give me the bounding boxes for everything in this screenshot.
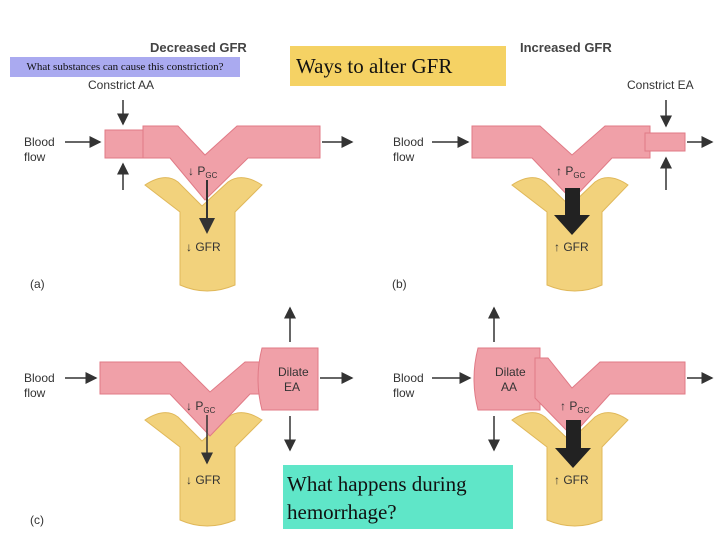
efferent-arteriole-dilated (257, 347, 319, 411)
panel-d: Dilate AA Blood flow ↑ PGC ↑ GFR (393, 306, 714, 527)
panel-b: Constrict EA Blood flow ↑ PGC ↑ GFR (b) (392, 78, 714, 292)
label-flow: flow (393, 150, 415, 164)
label-constrict-aa: Constrict AA (88, 78, 154, 92)
label-dilate: Dilate (278, 365, 309, 379)
glomerulus-vessel (471, 125, 651, 201)
label-blood: Blood (393, 135, 424, 149)
label-flow: flow (24, 150, 46, 164)
label-gfr: ↓ GFR (186, 473, 221, 487)
label-pgc: ↓ PGC (186, 399, 216, 415)
afferent-arteriole-dilated (473, 347, 541, 411)
glomerulus-vessel (142, 125, 321, 201)
panel-a: Constrict AA Blood flow ↓ PGC ↓ GFR (a) (24, 78, 354, 292)
label-aa: AA (501, 380, 517, 394)
label-gfr: ↑ GFR (554, 473, 589, 487)
hemorrhage-question-box: What happens during hemorrhage? (283, 465, 513, 529)
glomerular-capsule (511, 412, 629, 527)
label-constrict-ea: Constrict EA (627, 78, 694, 92)
glomerular-capsule (511, 177, 629, 292)
header-increased-gfr: Increased GFR (520, 40, 612, 55)
glomerular-capsule (144, 177, 263, 292)
label-ea: EA (284, 380, 300, 394)
glomerular-capsule (144, 412, 263, 527)
label-pgc: ↑ PGC (560, 399, 590, 415)
filtration-arrow-thick (555, 420, 591, 468)
question-box: What substances can cause this constrict… (10, 57, 240, 77)
label-pgc: ↑ PGC (556, 164, 586, 180)
label-dilate: Dilate (495, 365, 526, 379)
efferent-arteriole (644, 132, 686, 152)
label-blood: Blood (393, 371, 424, 385)
label-gfr: ↑ GFR (554, 240, 589, 254)
label-panel-b: (b) (392, 277, 407, 291)
label-flow: flow (24, 386, 46, 400)
label-blood: Blood (24, 371, 55, 385)
label-blood: Blood (24, 135, 55, 149)
label-gfr: ↓ GFR (186, 240, 221, 254)
header-decreased-gfr: Decreased GFR (150, 40, 247, 55)
label-flow: flow (393, 386, 415, 400)
label-pgc: ↓ PGC (188, 164, 218, 180)
panel-c: Dilate EA Blood flow ↓ PGC ↓ GFR (c) (24, 306, 354, 527)
label-panel-a: (a) (30, 277, 45, 291)
glomerulus-vessel (534, 357, 686, 437)
label-panel-c: (c) (30, 513, 44, 527)
title-box: Ways to alter GFR (290, 46, 506, 86)
filtration-arrow-thick (554, 188, 590, 235)
